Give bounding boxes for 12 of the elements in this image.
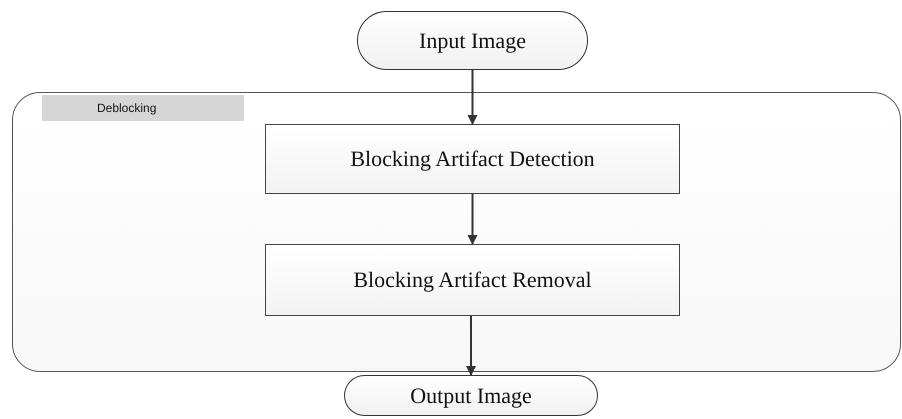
node-label: Blocking Artifact Removal	[353, 267, 592, 293]
arrow	[468, 194, 478, 245]
arrow	[466, 316, 476, 376]
node-label: Blocking Artifact Detection	[350, 146, 595, 172]
group-container	[12, 92, 901, 372]
group-label: Deblocking	[42, 95, 244, 121]
end-terminal	[344, 375, 598, 416]
node-label: Output Image	[410, 382, 532, 408]
process-box	[265, 244, 680, 316]
process-box	[265, 124, 680, 194]
node-label: Input Image	[419, 28, 526, 54]
arrow	[468, 70, 478, 125]
